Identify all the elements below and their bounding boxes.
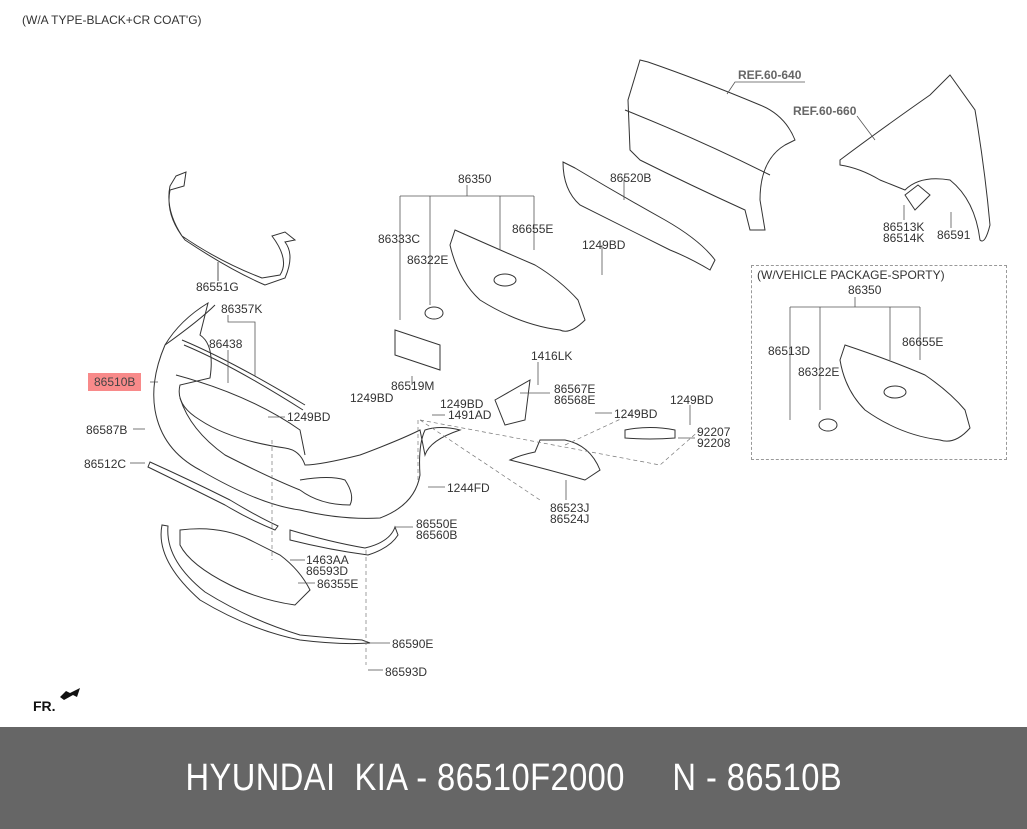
part-label-86524J[interactable]: 86524J <box>550 512 590 526</box>
part-label-86513K[interactable]: 86513K <box>883 220 925 234</box>
sporty-part-label-86655E[interactable]: 86655E <box>902 335 944 349</box>
part-number-text: HYUNDAI KIA - 86510F2000 N - 86510B <box>185 756 842 799</box>
ref-60-640-label[interactable]: REF.60-640 <box>738 68 802 82</box>
part-label-86438[interactable]: 86438 <box>209 337 243 351</box>
part-label-86357K[interactable]: 86357K <box>221 302 263 316</box>
part-label-1416LK[interactable]: 1416LK <box>531 349 573 363</box>
parts-diagram: (W/A TYPE-BLACK+CR COAT'G) REF.60-640 RE… <box>22 13 1007 714</box>
ref-60-660-label[interactable]: REF.60-660 <box>793 104 857 118</box>
part-label-86520B[interactable]: 86520B <box>610 171 652 185</box>
part-label-86350[interactable]: 86350 <box>458 172 492 186</box>
radiator-grille-drawing <box>449 229 586 332</box>
grille-garnish-drawing <box>168 171 297 286</box>
part-label-86322E[interactable]: 86322E <box>407 253 449 267</box>
part-label-86512C[interactable]: 86512C <box>84 457 127 471</box>
part-label-86514K[interactable]: 86514K <box>883 231 925 245</box>
part-label-1249BD-f[interactable]: 1249BD <box>670 393 714 407</box>
part-label-86560B[interactable]: 86560B <box>416 528 458 542</box>
sporty-part-label-86322E[interactable]: 86322E <box>798 365 840 379</box>
part-label-86593D-b[interactable]: 86593D <box>385 665 428 679</box>
sporty-part-label-86350[interactable]: 86350 <box>848 283 882 297</box>
part-label-1244FD[interactable]: 1244FD <box>447 481 490 495</box>
diagram-title: (W/A TYPE-BLACK+CR COAT'G) <box>22 13 202 27</box>
diagram-drawing <box>60 59 991 700</box>
part-label-1463AA[interactable]: 1463AA <box>306 553 349 567</box>
part-label-86567E[interactable]: 86567E <box>554 382 596 396</box>
sporty-part-label-86513D[interactable]: 86513D <box>768 344 811 358</box>
part-label-86587B[interactable]: 86587B <box>86 423 128 437</box>
part-label-86551G[interactable]: 86551G <box>196 280 239 294</box>
part-label-92207-92208[interactable]: 92207 92208 <box>697 425 731 450</box>
part-label-92208[interactable]: 92208 <box>697 436 731 450</box>
part-label-86655E[interactable]: 86655E <box>512 222 554 236</box>
part-label-1249BD-c[interactable]: 1249BD <box>350 391 394 405</box>
part-label-1249BD-a[interactable]: 1249BD <box>287 410 331 424</box>
part-label-92207[interactable]: 92207 <box>697 425 731 439</box>
part-label-86355E[interactable]: 86355E <box>317 577 359 591</box>
front-direction-arrow-icon <box>60 688 80 700</box>
part-label-86591[interactable]: 86591 <box>937 228 971 242</box>
part-label-1491AD[interactable]: 1491AD <box>448 408 492 422</box>
part-label-1463AA-86593D[interactable]: 1463AA 86593D <box>306 553 349 578</box>
part-label-1249BD-b[interactable]: 1249BD <box>582 238 626 252</box>
part-label-86523J-86524J[interactable]: 86523J 86524J <box>550 501 590 526</box>
part-label-86519M[interactable]: 86519M <box>391 379 435 393</box>
part-label-1249BD-e[interactable]: 1249BD <box>614 407 658 421</box>
part-label-86513K-86514K[interactable]: 86513K 86514K <box>883 220 925 245</box>
sporty-package-box <box>751 265 1007 460</box>
part-label-86333C[interactable]: 86333C <box>378 232 421 246</box>
part-label-86550E[interactable]: 86550E <box>416 517 458 531</box>
front-direction-label: FR. <box>33 698 56 714</box>
bumper-cover-drawing <box>153 301 462 519</box>
sporty-package-title: (W/VEHICLE PACKAGE-SPORTY) <box>757 268 945 282</box>
part-label-86510B-highlighted[interactable]: 86510B <box>88 373 142 391</box>
part-label-86590E[interactable]: 86590E <box>392 637 434 651</box>
part-label-86593D-a[interactable]: 86593D <box>306 564 349 578</box>
part-label-86550E-86560B[interactable]: 86550E 86560B <box>416 517 458 542</box>
part-label-86523J[interactable]: 86523J <box>550 501 590 515</box>
part-label-86568E[interactable]: 86568E <box>554 393 596 407</box>
part-number-banner: HYUNDAI KIA - 86510F2000 N - 86510B <box>0 727 1027 829</box>
part-label-1249BD-d[interactable]: 1249BD <box>440 397 484 411</box>
part-label-86567E-86568E[interactable]: 86567E 86568E <box>554 382 596 407</box>
